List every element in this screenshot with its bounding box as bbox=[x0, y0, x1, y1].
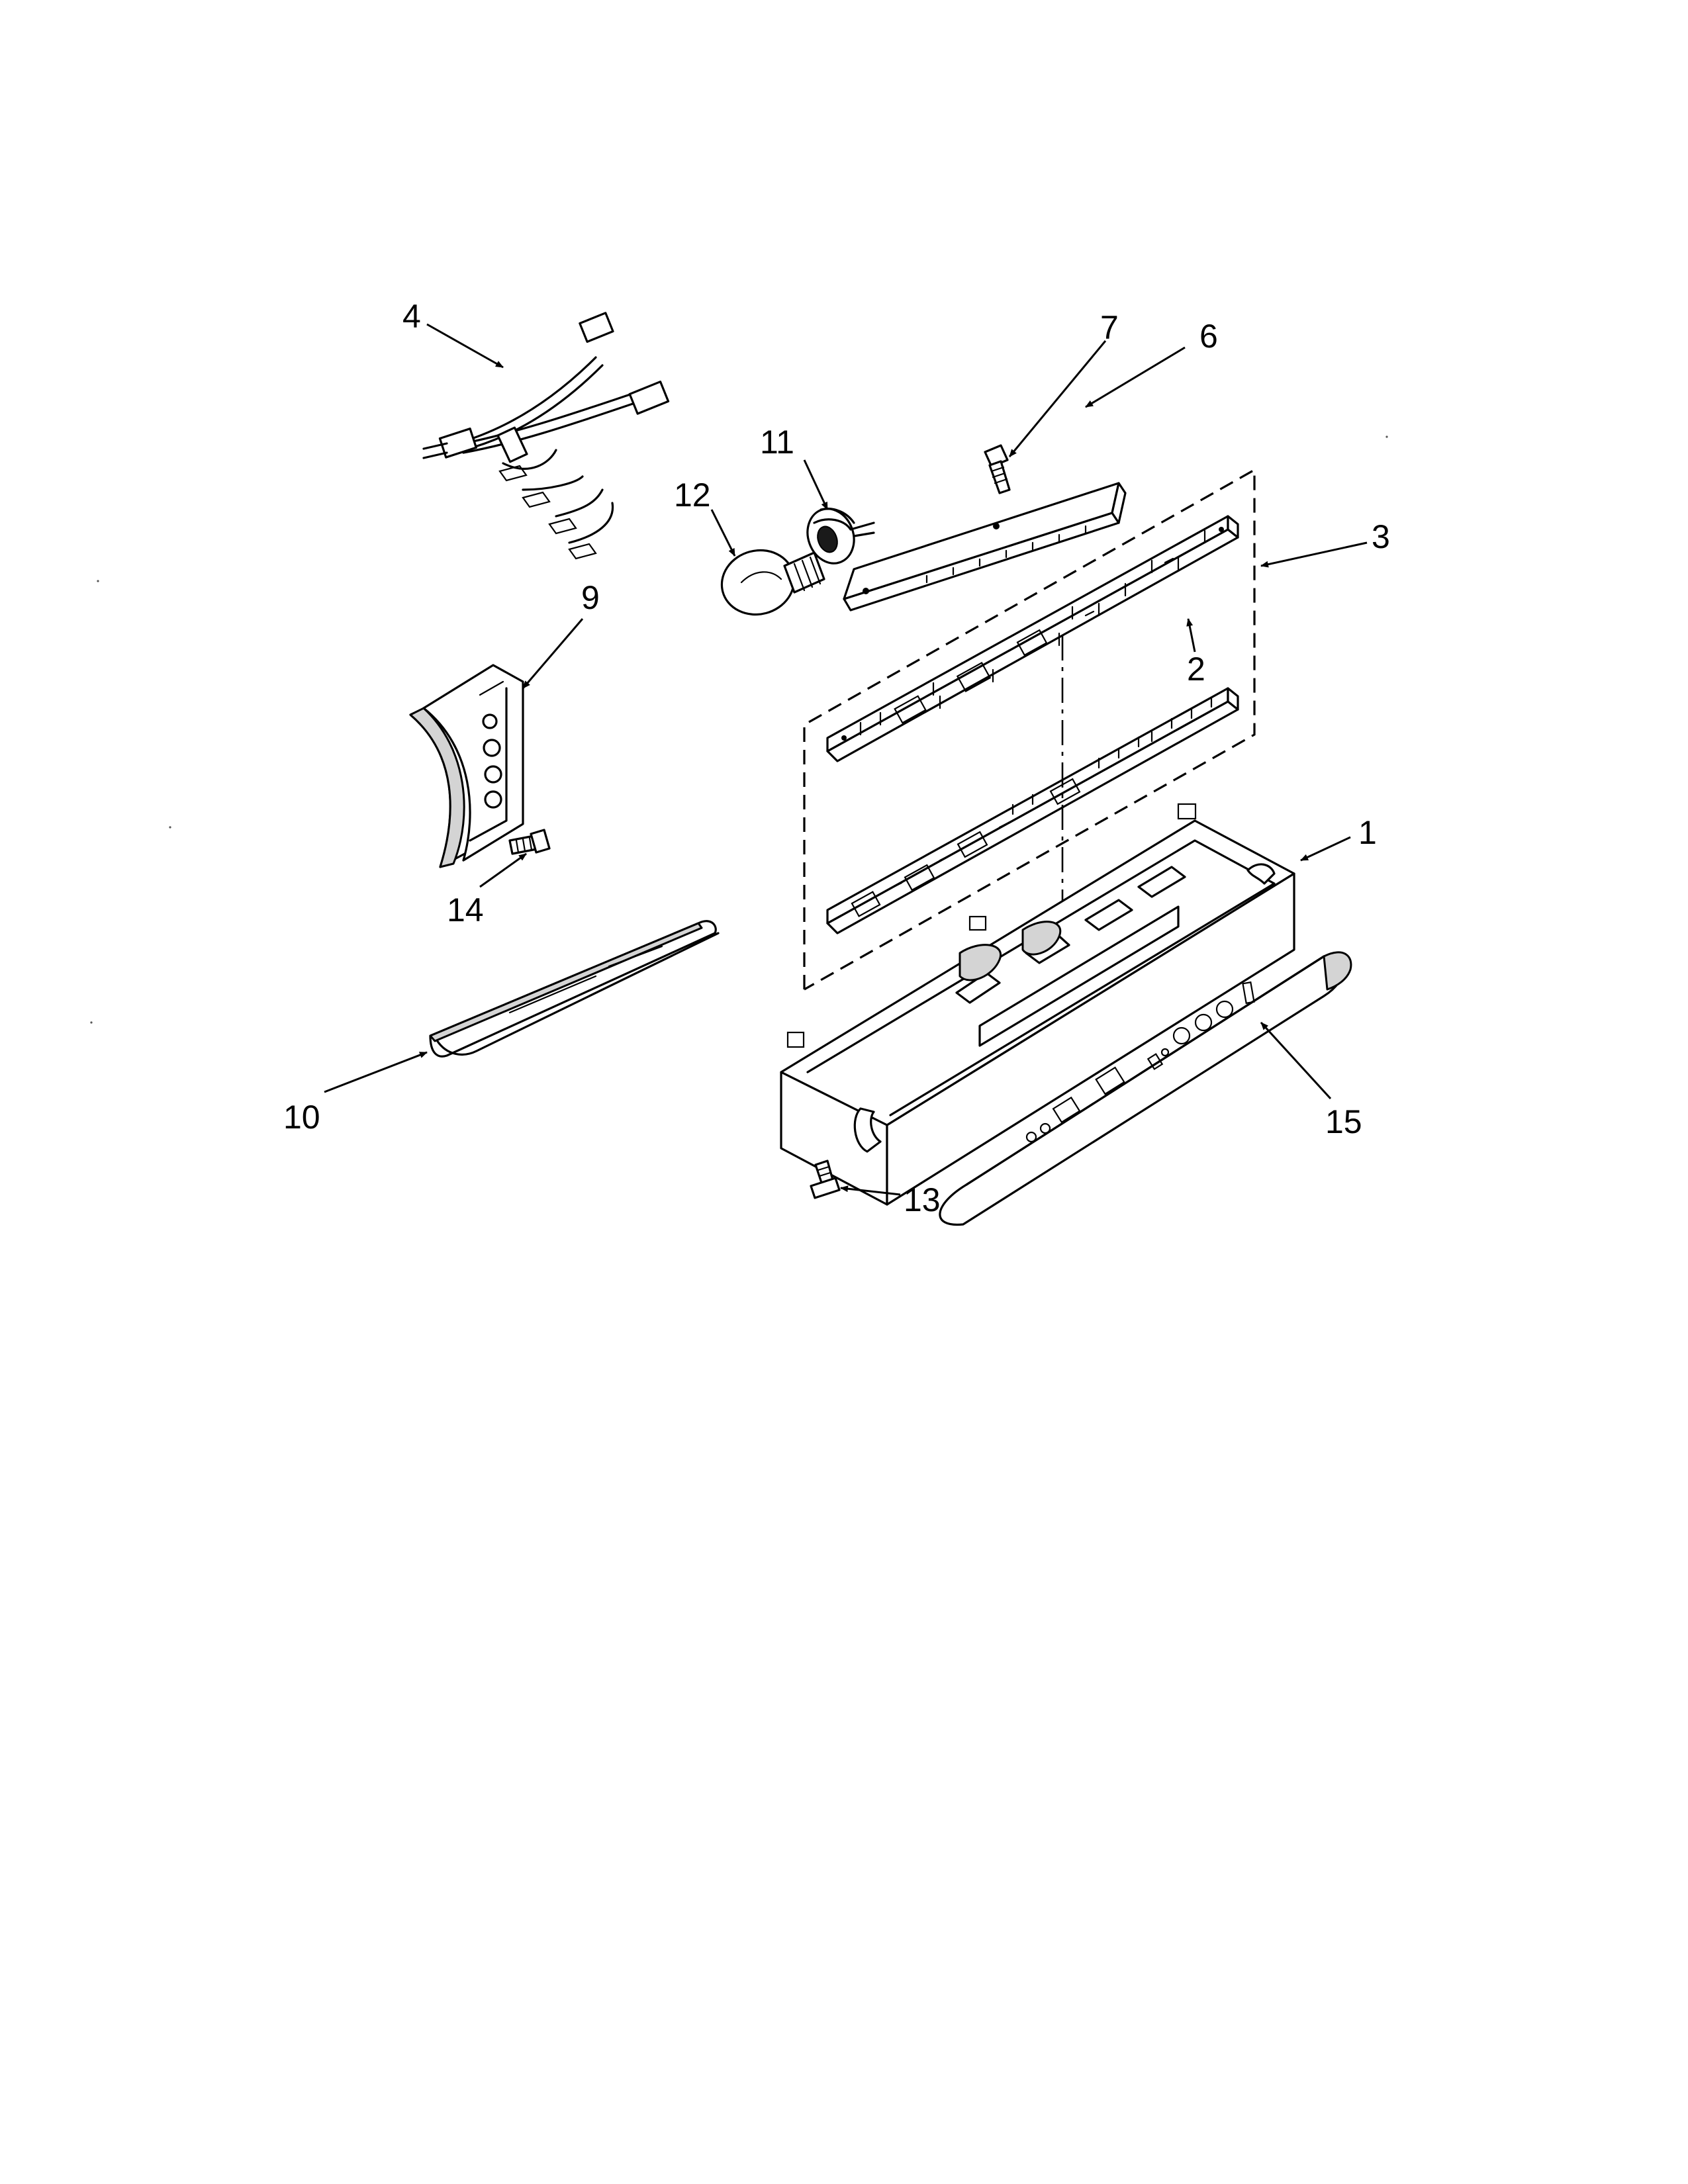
callout-10: 10 bbox=[283, 1099, 320, 1136]
part-4-wire-harness bbox=[422, 312, 670, 560]
callout-labels: 4 7 6 11 12 3 9 2 1 14 15 10 13 bbox=[283, 298, 1390, 1218]
callout-3: 3 bbox=[1372, 518, 1390, 555]
callout-4: 4 bbox=[402, 298, 421, 335]
part-6-cover-plate bbox=[843, 482, 1127, 612]
callout-13: 13 bbox=[904, 1181, 941, 1218]
part-3-assembly-outline bbox=[803, 468, 1256, 991]
callout-15: 15 bbox=[1325, 1103, 1362, 1140]
part-14-screw bbox=[508, 829, 551, 855]
callout-1: 1 bbox=[1358, 814, 1377, 851]
callout-2: 2 bbox=[1187, 651, 1205, 688]
part-7-screw bbox=[984, 444, 1011, 494]
part-12-light-bulb bbox=[720, 549, 825, 616]
callout-14: 14 bbox=[447, 891, 484, 929]
leader-lines bbox=[324, 323, 1368, 1196]
callout-9: 9 bbox=[581, 579, 600, 616]
callout-6: 6 bbox=[1199, 318, 1218, 355]
callout-7: 7 bbox=[1100, 309, 1119, 346]
part-2-upper-control-board bbox=[826, 515, 1239, 762]
part-15-control-panel bbox=[939, 951, 1352, 1226]
part-9-dispenser-bezel bbox=[409, 664, 524, 868]
part-13-screw bbox=[810, 1160, 841, 1199]
callout-12: 12 bbox=[674, 477, 711, 514]
part-10-trim-channel bbox=[429, 920, 720, 1058]
part-1-housing bbox=[780, 803, 1295, 1206]
scan-specks bbox=[90, 435, 1388, 1024]
lower-control-board bbox=[826, 687, 1239, 934]
callout-11: 11 bbox=[760, 424, 794, 461]
